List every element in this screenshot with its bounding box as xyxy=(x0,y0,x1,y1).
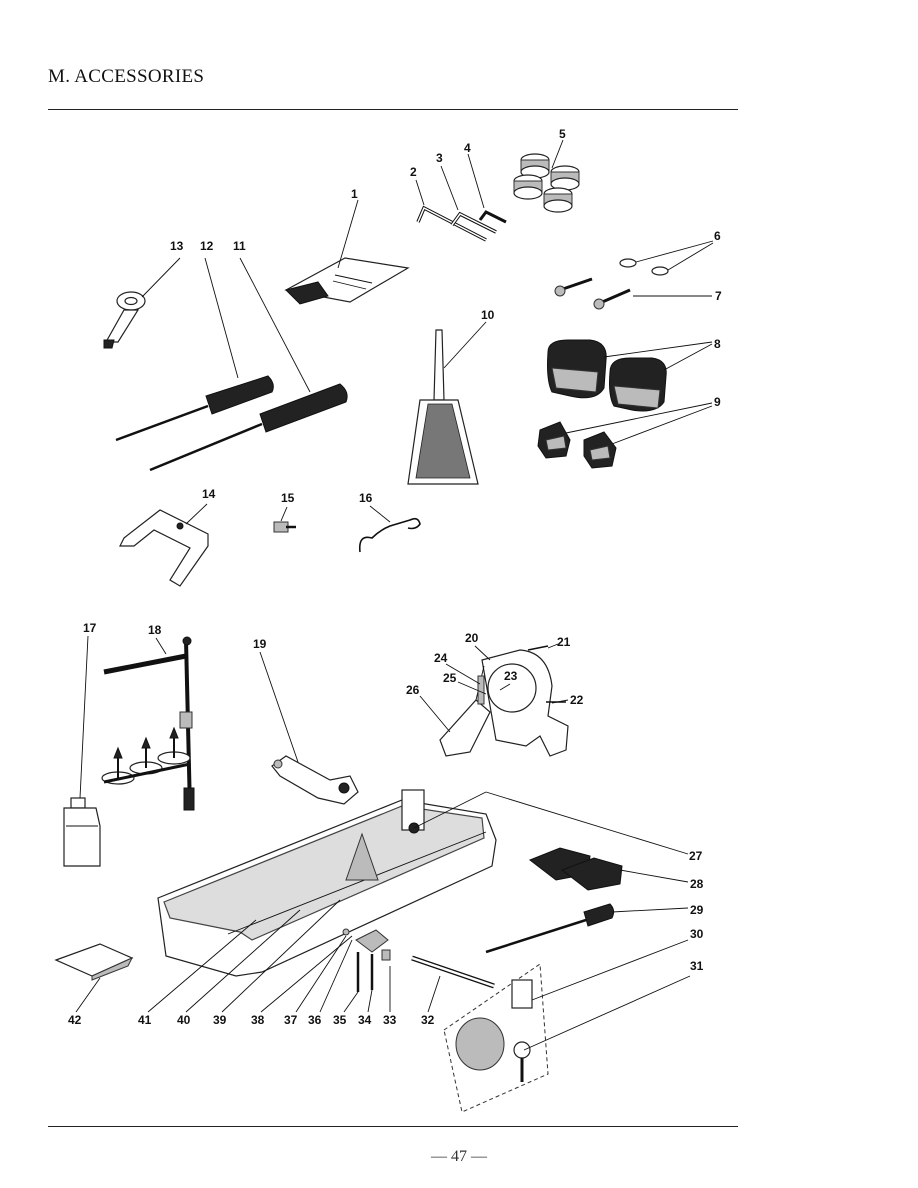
callout-41: 41 xyxy=(138,1013,152,1027)
callout-7: 7 xyxy=(715,289,722,303)
part-14-16-small-parts xyxy=(119,503,421,587)
callout-21: 21 xyxy=(557,635,571,649)
part-8-rubber-feet xyxy=(547,339,713,412)
callout-4: 4 xyxy=(464,141,471,155)
callout-6: 6 xyxy=(714,229,721,243)
callout-10: 10 xyxy=(481,308,495,322)
callout-13: 13 xyxy=(170,239,184,253)
footer-rule xyxy=(48,1126,738,1127)
callout-20: 20 xyxy=(465,631,479,645)
page-number: — 47 — xyxy=(431,1148,487,1165)
part-30-37-hardware xyxy=(295,928,691,1113)
part-13-tool xyxy=(103,257,181,349)
callout-19: 19 xyxy=(253,637,267,651)
part-6-7-screws xyxy=(554,240,714,310)
callout-40: 40 xyxy=(177,1013,191,1027)
callout-2: 2 xyxy=(410,165,417,179)
part-17-oil-bottle xyxy=(63,635,101,867)
part-19-bracket xyxy=(259,651,359,805)
callout-37: 37 xyxy=(284,1013,298,1027)
part-18-spool-stand xyxy=(101,636,195,811)
part-1-booklet xyxy=(284,199,410,305)
callout-34: 34 xyxy=(358,1013,372,1027)
callout-18: 18 xyxy=(148,623,162,637)
part-9-small-feet xyxy=(537,402,713,469)
part-20-26-winder-assembly xyxy=(419,643,569,757)
callout-16: 16 xyxy=(359,491,373,505)
callout-25: 25 xyxy=(443,671,457,685)
part-5-bobbins xyxy=(513,139,580,213)
header-rule xyxy=(48,109,738,110)
callout-33: 33 xyxy=(383,1013,397,1027)
callout-3: 3 xyxy=(436,151,443,165)
part-27-carrying-case xyxy=(147,789,689,1013)
part-11-12-screwdrivers xyxy=(115,257,348,472)
callout-5: 5 xyxy=(559,127,566,141)
page-title: M. ACCESSORIES xyxy=(48,66,205,87)
callout-35: 35 xyxy=(333,1013,347,1027)
callout-1: 1 xyxy=(351,187,358,201)
callout-39: 39 xyxy=(213,1013,227,1027)
callout-38: 38 xyxy=(251,1013,265,1027)
callout-30: 30 xyxy=(690,927,704,941)
callout-31: 31 xyxy=(690,959,704,973)
callout-36: 36 xyxy=(308,1013,322,1027)
callout-22: 22 xyxy=(570,693,584,707)
callout-29: 29 xyxy=(690,903,704,917)
callout-labels: 1 2 3 4 5 6 7 8 9 10 11 12 13 14 15 16 1… xyxy=(68,127,722,1027)
callout-17: 17 xyxy=(83,621,97,635)
callout-24: 24 xyxy=(434,651,448,665)
part-42-cover xyxy=(54,943,134,1013)
part-28-29 xyxy=(485,847,689,954)
callout-42: 42 xyxy=(68,1013,82,1027)
callout-15: 15 xyxy=(281,491,295,505)
part-10-oiler xyxy=(407,321,487,485)
callout-12: 12 xyxy=(200,239,214,253)
callout-8: 8 xyxy=(714,337,721,351)
callout-11: 11 xyxy=(233,239,246,253)
callout-9: 9 xyxy=(714,395,721,409)
callout-32: 32 xyxy=(421,1013,435,1027)
callout-14: 14 xyxy=(202,487,216,501)
callout-27: 27 xyxy=(689,849,703,863)
part-2-4-hex-keys xyxy=(415,153,507,242)
callout-26: 26 xyxy=(406,683,420,697)
callout-23: 23 xyxy=(504,669,518,683)
callout-28: 28 xyxy=(690,877,704,891)
